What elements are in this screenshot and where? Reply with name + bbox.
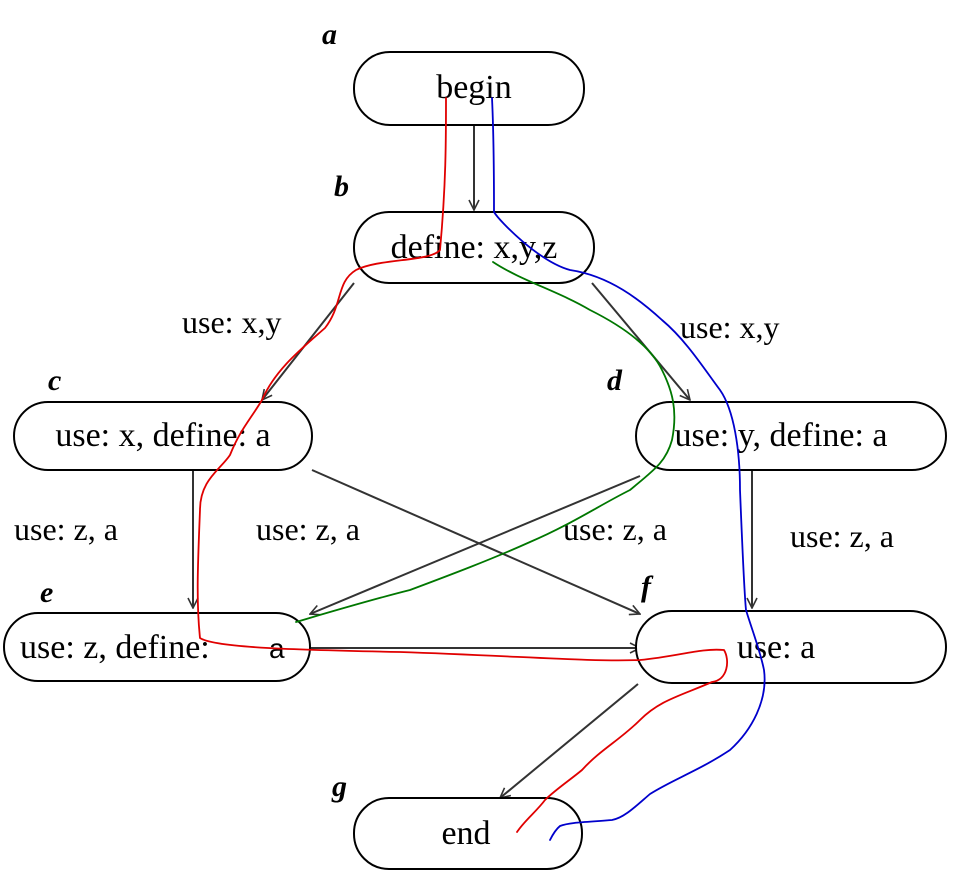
node-c-label: use: x, define: a [55, 417, 270, 454]
node-g-shape [353, 797, 583, 870]
node-e-letter: e [40, 576, 53, 609]
edge-labels: use: x,y use: x,y use: z, a use: z, a us… [14, 304, 894, 554]
edge-label-c-f: use: z, a [563, 511, 667, 547]
node-f-letter: f [641, 570, 654, 603]
edge-label-b-c: use: x,y [182, 304, 282, 340]
node-d: use: y, define: a d [607, 364, 947, 471]
node-a: begin a [322, 18, 585, 126]
node-c-shape [13, 401, 313, 471]
node-g: end g [331, 770, 583, 870]
node-b-label: define: x,y,z [391, 229, 558, 266]
node-d-label: use: y, define: a [674, 417, 887, 454]
edges [193, 125, 752, 798]
node-b-letter: b [334, 170, 349, 203]
node-a-label: begin [436, 69, 512, 106]
blue-path [491, 97, 766, 841]
edge-label-d-e: use: z, a [256, 511, 360, 547]
node-b-shape [353, 211, 595, 284]
node-e-shape [3, 612, 311, 682]
edge-label-d-f: use: z, a [790, 518, 894, 554]
node-f-label: use: a [737, 629, 815, 666]
edge-f-g [500, 683, 639, 798]
edge-label-b-d: use: x,y [680, 309, 780, 345]
green-path [295, 261, 676, 623]
node-e-label: use: z, define: [20, 629, 210, 666]
node-g-letter: g [331, 770, 347, 803]
edge-label-c-e: use: z, a [14, 511, 118, 547]
node-c: use: x, define: a c [13, 364, 313, 471]
edge-c-f [311, 469, 640, 614]
node-c-letter: c [48, 364, 61, 397]
node-a-letter: a [322, 18, 337, 51]
edge-b-c [262, 282, 355, 400]
highlighted-paths [196, 97, 766, 841]
node-g-label: end [441, 815, 490, 852]
edge-d-e [310, 475, 641, 614]
node-b: define: x,y,z b [334, 170, 595, 284]
node-f: use: a f [635, 570, 947, 684]
node-d-shape [635, 401, 947, 471]
edge-b-d [591, 282, 690, 400]
node-a-shape [353, 51, 585, 126]
node-e: use: z, define: a e [3, 576, 311, 682]
node-f-shape [635, 610, 947, 684]
node-d-letter: d [607, 364, 623, 397]
red-path [196, 97, 728, 833]
